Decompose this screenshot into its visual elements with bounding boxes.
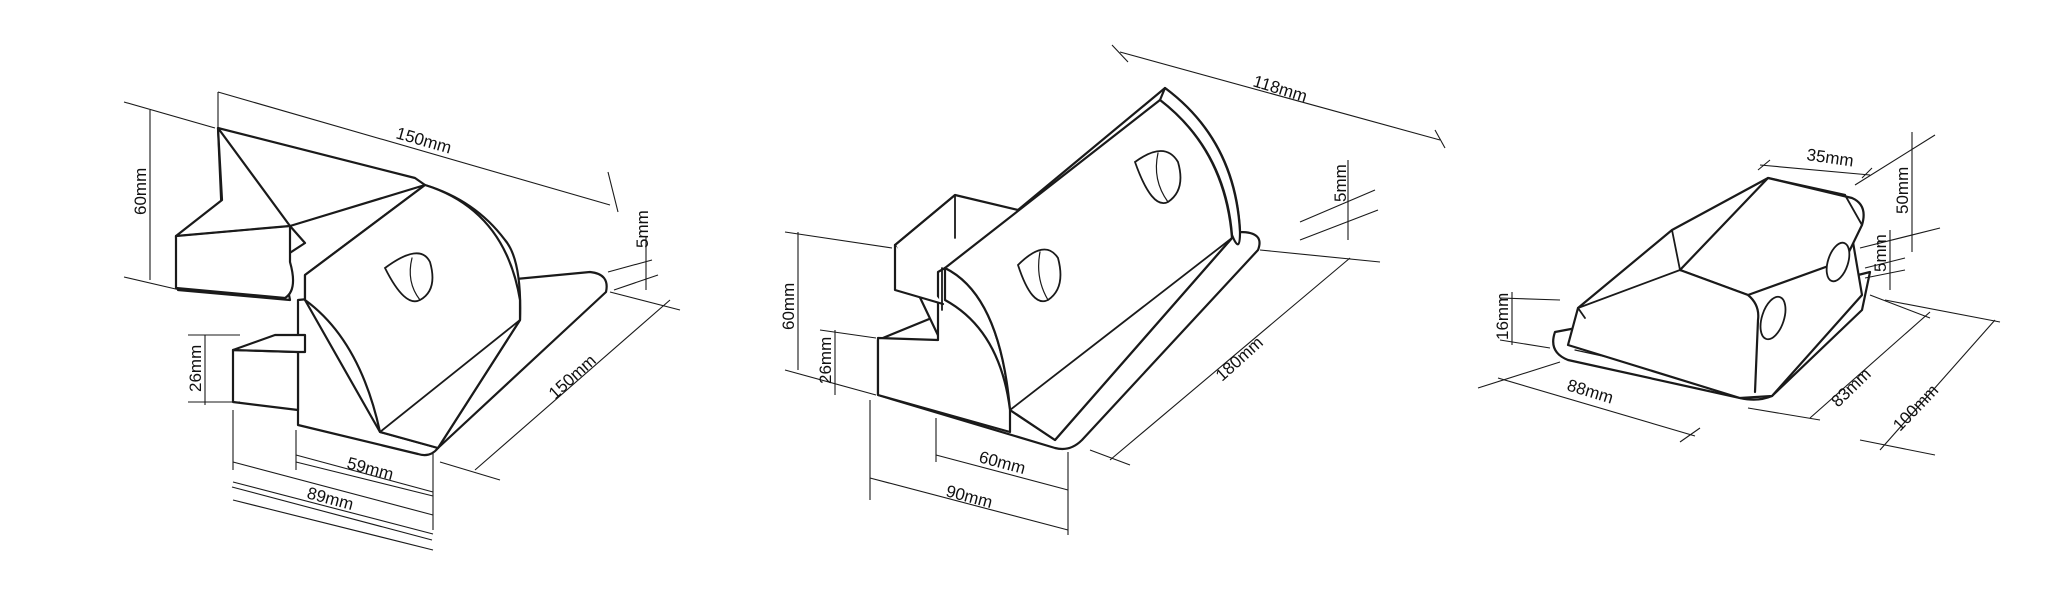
bracket-3-width-label: 88mm (1565, 376, 1616, 408)
bracket-3-inner-length-label: 83mm (1828, 364, 1875, 410)
bracket-1-dimensions (123, 91, 681, 551)
bracket-2-length-label: 180mm (1212, 333, 1267, 385)
bracket-3: 35mm 50mm 5mm 16mm 88mm 83mm 100mm (1477, 132, 2001, 456)
bracket-3-length-label: 100mm (1889, 381, 1942, 435)
bracket-2-step-width-label: 60mm (977, 448, 1028, 479)
bracket-2-step-height-label: 26mm (816, 337, 835, 384)
cable-hole-icon (1759, 295, 1787, 341)
bracket-1-thickness-label: 5mm (633, 210, 652, 248)
bracket-1-body (174, 126, 608, 457)
bracket-1-length-label: 150mm (545, 351, 600, 403)
bracket-1-step-height-label: 26mm (186, 345, 205, 392)
bracket-1-step-width-label: 59mm (345, 454, 396, 485)
bracket-3-thickness-label: 5mm (1871, 234, 1890, 272)
bracket-3-height-label: 50mm (1893, 167, 1912, 214)
bracket-1-height-label: 60mm (131, 168, 150, 215)
cable-hole-icon (1133, 150, 1182, 205)
bracket-1-base-width-label: 89mm (305, 484, 356, 515)
bracket-3-base-height-label: 16mm (1493, 293, 1512, 340)
bracket-2-width-label: 118mm (1251, 72, 1310, 106)
bracket-1-width-label: 150mm (394, 124, 454, 158)
bracket-3-top-width-label: 35mm (1805, 145, 1854, 170)
bracket-2-body (876, 86, 1261, 451)
cable-hole-icon (1825, 241, 1851, 283)
bracket-3-dimensions (1477, 132, 2001, 456)
bracket-2: 118mm 5mm 60mm 26mm 180mm 60mm 90mm (779, 44, 1446, 535)
bracket-2-height-label: 60mm (779, 283, 798, 330)
bracket-2-base-width-label: 90mm (944, 482, 995, 513)
cable-hole-icon (383, 252, 434, 303)
bracket-3-body (1552, 176, 1872, 401)
bracket-2-dimensions (784, 44, 1446, 535)
bracket-1: 150mm 60mm 5mm 150mm 26mm 59mm 89mm (123, 91, 681, 551)
bracket-2-thickness-label: 5mm (1331, 164, 1350, 202)
cable-hole-icon (1016, 248, 1062, 303)
